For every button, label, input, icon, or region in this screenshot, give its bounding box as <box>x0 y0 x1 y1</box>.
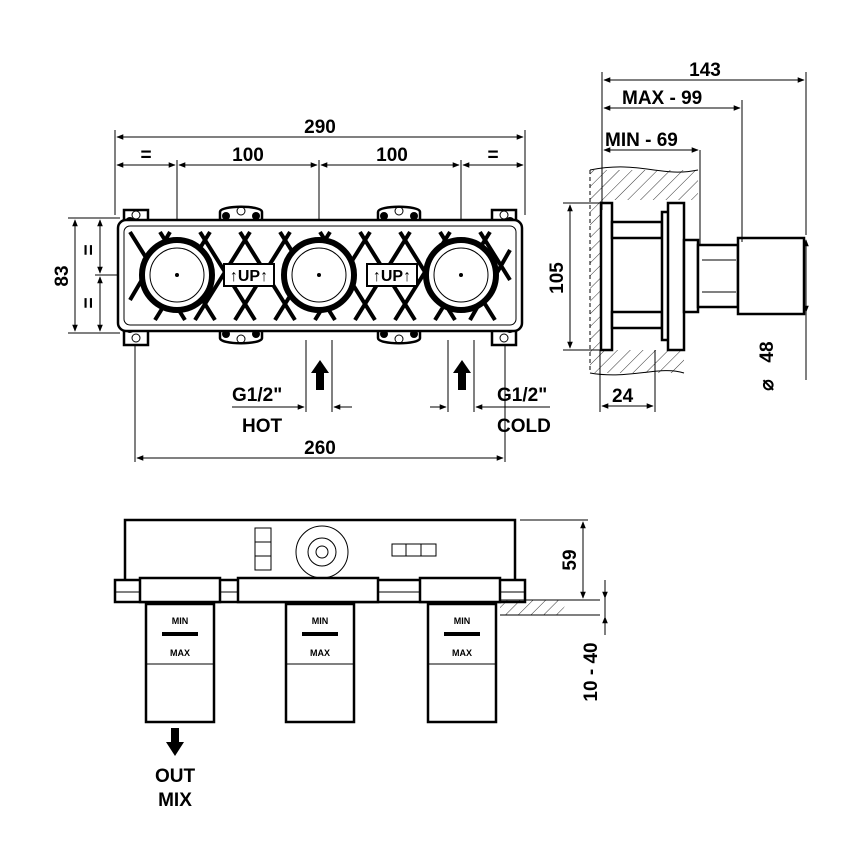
cartridge-min-label: MIN <box>172 616 189 626</box>
overall-width-label: 290 <box>304 117 336 138</box>
cartridge-min-label: MIN <box>312 616 329 626</box>
hot-label: HOT <box>242 416 283 437</box>
cartridge-max-label: MAX <box>452 648 472 658</box>
front-view: 290 = 100 100 = 83 = = <box>52 117 551 462</box>
port-right <box>423 237 499 313</box>
hot-connection-label: G1/2" <box>232 385 282 406</box>
range-label: 10 - 40 <box>581 642 602 701</box>
equal-bottom-label: = <box>79 297 100 308</box>
cold-inlet-arrow-icon <box>453 360 471 390</box>
total-depth-label: 143 <box>689 60 721 81</box>
mount-width-label: 260 <box>304 438 336 459</box>
spacing-left-label: 100 <box>232 145 264 166</box>
cartridge-max-label: MAX <box>170 648 190 658</box>
cartridge-max-label: MAX <box>310 648 330 658</box>
cartridge-center: MIN MAX <box>284 602 356 724</box>
diameter-symbol: ⌀ <box>757 379 778 391</box>
cartridge-right: MIN MAX <box>426 602 498 724</box>
outlet-line-1: OUT <box>155 766 196 787</box>
bottom-view: MIN MAX MIN MAX MIN MAX OUT MIX 59 <box>113 518 608 811</box>
cold-connection-label: G1/2" <box>497 385 547 406</box>
wall-depth-label: 24 <box>612 386 634 407</box>
height-83-label: 83 <box>52 265 73 286</box>
cartridge-min-label: MIN <box>454 616 471 626</box>
bottom-height-label: 59 <box>560 549 581 570</box>
cold-label: COLD <box>497 416 551 437</box>
equal-top-label: = <box>79 244 100 255</box>
side-height-label: 105 <box>547 262 568 294</box>
side-view: 143 MAX - 99 MIN - 69 105 24 ⌀ 48 <box>547 60 809 412</box>
diameter-label: 48 <box>757 341 778 362</box>
equal-right-label: = <box>487 145 498 166</box>
cartridge-left: MIN MAX <box>144 602 216 724</box>
port-left <box>139 237 215 313</box>
hot-inlet-arrow-icon <box>311 360 329 390</box>
max-depth-label: MAX - 99 <box>622 88 702 109</box>
up-label-right: ↑UP↑ <box>373 268 411 285</box>
min-depth-label: MIN - 69 <box>605 130 678 151</box>
outlet-arrow-icon <box>166 728 184 756</box>
up-label-left: ↑UP↑ <box>230 268 268 285</box>
spacing-right-label: 100 <box>376 145 408 166</box>
port-center <box>281 237 357 313</box>
equal-left-label: = <box>140 145 151 166</box>
outlet-line-2: MIX <box>158 790 192 811</box>
